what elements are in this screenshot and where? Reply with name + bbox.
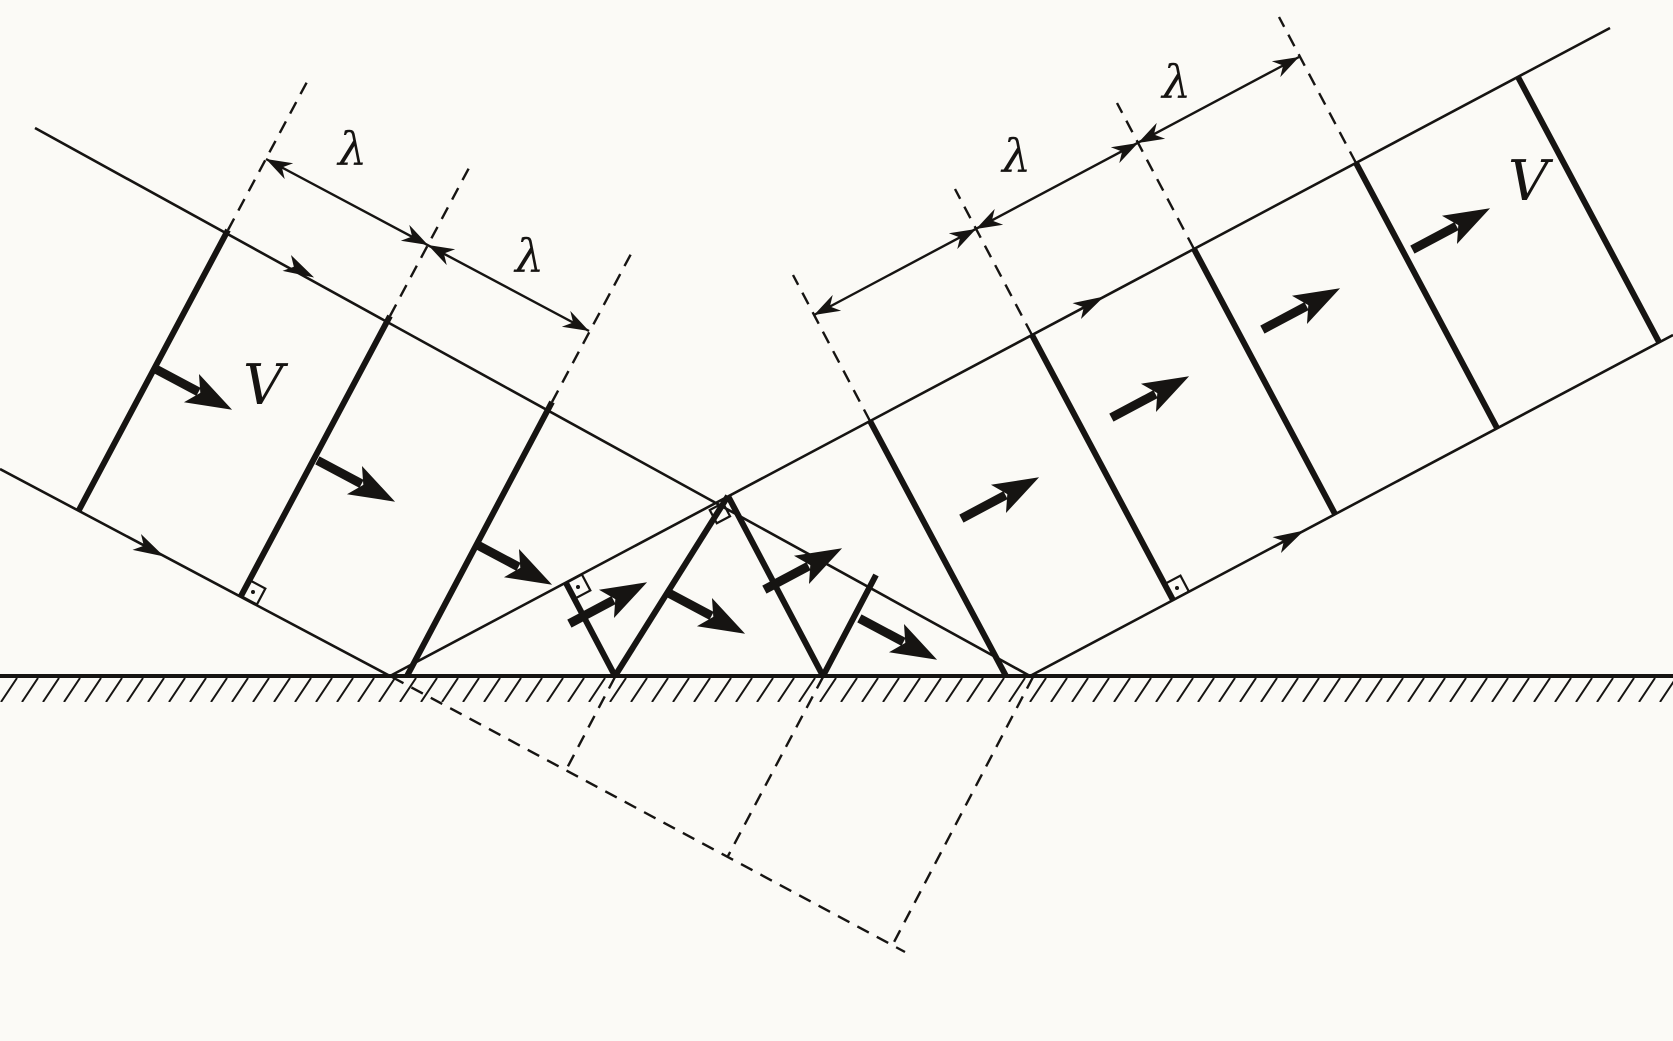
velocity-arrow: [954, 463, 1047, 533]
right-angle-mark: [1163, 574, 1191, 602]
reflected-beam: [389, 16, 1673, 678]
wavefront-extension-dashed: [1115, 102, 1196, 250]
reflected-wavefront: [867, 419, 1009, 678]
incident-wavefront: [612, 494, 731, 678]
dimension-arrowhead: [1110, 135, 1143, 164]
velocity-label: V: [243, 353, 289, 418]
virtual-ray-dashed: [391, 675, 906, 954]
virtual-beam-below-surface: [391, 675, 1035, 954]
wavefront-extension-dashed: [550, 251, 634, 403]
velocity-arrow: [310, 446, 403, 516]
velocity-arrow: [1405, 194, 1498, 264]
velocity-arrow: [1255, 274, 1348, 344]
dimension-arrowhead: [948, 221, 981, 250]
right-angle-mark: [708, 501, 732, 525]
labels: λ λ λ λ V V: [243, 55, 1554, 418]
wavelength-label: λ: [336, 122, 367, 176]
wavelength-label: λ: [1000, 129, 1031, 183]
wavefront-extension-dashed: [1277, 16, 1358, 164]
incident-wavefront: [238, 314, 393, 598]
virtual-wavefront-dashed: [564, 676, 617, 771]
incident-wavefront: [820, 573, 879, 678]
incident-ray-lower: [0, 467, 391, 678]
wavelength-dimension-line: [813, 55, 1300, 317]
right-angle-dot: [1175, 586, 1179, 590]
velocity-label: V: [1508, 149, 1554, 214]
incident-wavefront: [404, 400, 555, 678]
right-angle-mark: [564, 573, 592, 601]
ray-direction-arrowhead: [132, 534, 169, 565]
reflected-wavefront: [1191, 247, 1338, 516]
reflected-wavefront: [1353, 161, 1500, 430]
reflected-wavefront: [1029, 333, 1176, 602]
incident-beam: [0, 79, 1031, 678]
right-angle-dot: [251, 590, 255, 594]
right-angle-mark: [239, 578, 267, 606]
dimension-arrowhead: [809, 294, 842, 323]
wavelength-label: λ: [1160, 55, 1191, 109]
velocity-arrow: [147, 354, 240, 424]
right-angle-dot: [576, 585, 580, 589]
reflected-wavefront: [1515, 75, 1662, 344]
velocity-arrow: [1104, 362, 1197, 432]
dimension-arrowhead: [261, 151, 294, 180]
dimension-arrowhead: [971, 208, 1004, 237]
velocity-arrow: [852, 604, 945, 674]
wavefront-extension-dashed: [226, 79, 310, 231]
wavelength-dimensions-reflected: [809, 49, 1304, 323]
dimension-arrowhead: [423, 237, 456, 266]
dimension-arrowhead: [1271, 49, 1304, 78]
incident-wavefront: [76, 228, 231, 512]
virtual-wavefront-dashed: [891, 676, 1035, 945]
virtual-wavefront-dashed: [726, 676, 825, 857]
wavefront-extension-dashed: [953, 188, 1034, 336]
reflected-ray-lower: [1029, 333, 1673, 678]
wavelength-dimensions-incident: [261, 151, 594, 339]
wavefront-extension-dashed: [791, 274, 872, 422]
surface-hatching: [0, 678, 1673, 703]
ray-direction-arrowhead: [1272, 522, 1309, 553]
dimension-arrowhead: [400, 224, 433, 253]
velocity-arrow: [660, 578, 753, 648]
surface: [0, 674, 1673, 703]
wavelength-label: λ: [513, 229, 544, 283]
wavelength-dimension-line: [265, 157, 590, 333]
dimension-arrowhead: [1133, 122, 1166, 151]
ray-direction-arrowhead: [1072, 288, 1109, 319]
incident-ray-upper: [34, 126, 1031, 678]
reflected-ray-upper: [389, 26, 1611, 678]
wavefront-extension-dashed: [388, 165, 472, 317]
